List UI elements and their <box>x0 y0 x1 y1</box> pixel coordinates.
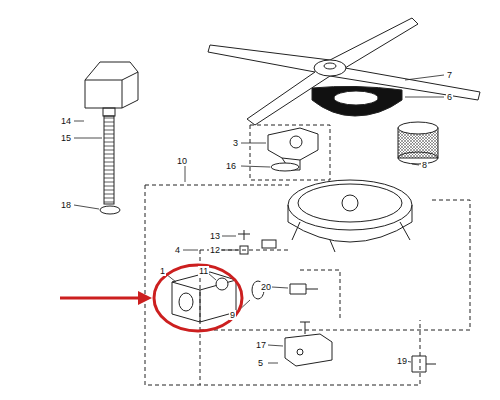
callout-number: 11 <box>198 266 209 276</box>
callout-number: 18 <box>60 200 72 210</box>
callout-number: 17 <box>255 340 267 350</box>
callout-number: 10 <box>176 156 188 166</box>
callout-number: 13 <box>209 231 221 241</box>
callout-number: 14 <box>60 116 72 126</box>
callout-number: 9 <box>229 310 236 320</box>
callout-number: 15 <box>60 133 72 143</box>
callout-number: 16 <box>225 161 237 171</box>
callout-number: 20 <box>260 282 272 292</box>
callout-number: 3 <box>232 138 239 148</box>
callout-number: 6 <box>446 92 453 102</box>
callout-number: 12 <box>209 245 221 255</box>
callout-number: 5 <box>257 358 264 368</box>
callout-number: 4 <box>174 245 181 255</box>
callout-number: 8 <box>421 160 428 170</box>
callout-number: 7 <box>446 70 453 80</box>
callout-number: 1 <box>159 266 166 276</box>
callout-number: 19 <box>396 356 408 366</box>
